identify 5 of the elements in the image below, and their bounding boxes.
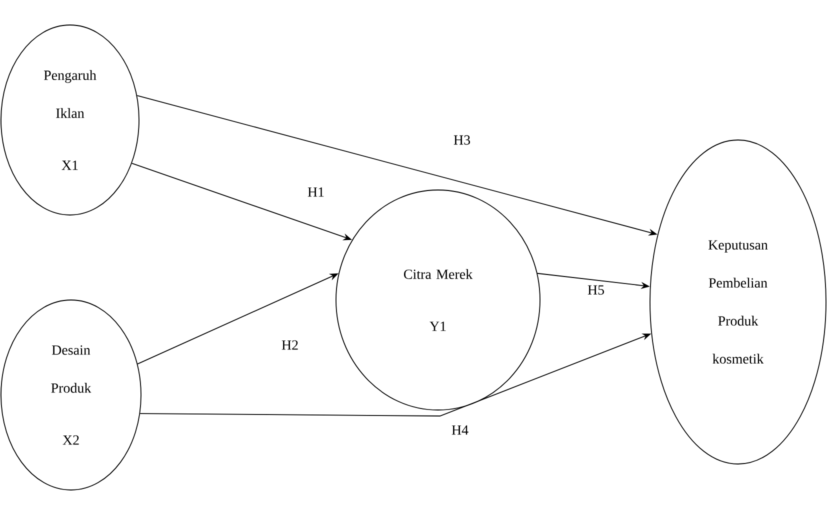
edge-label: H1 — [306, 186, 326, 198]
edge-label: H2 — [280, 339, 300, 351]
edge-label: H3 — [452, 134, 472, 146]
edge-label: H4 — [450, 424, 470, 436]
edge-label: H5 — [586, 284, 606, 296]
